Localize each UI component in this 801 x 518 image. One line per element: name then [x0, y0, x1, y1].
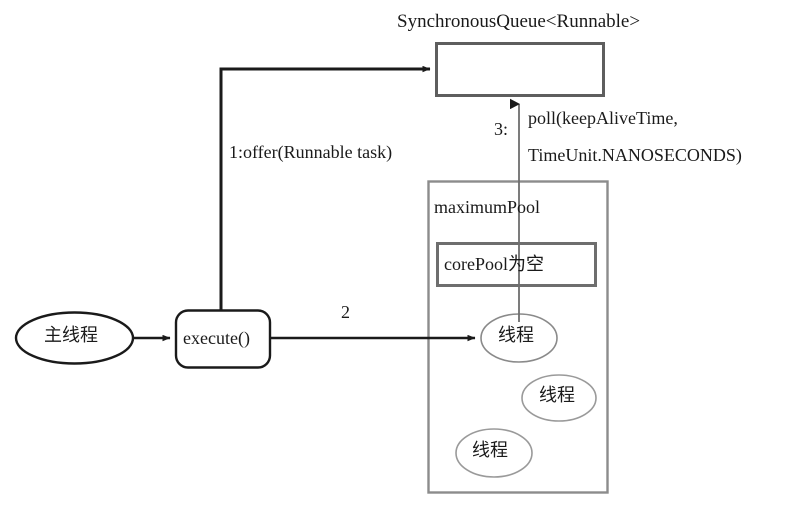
thread-ellipse-2 — [521, 374, 597, 422]
offer-flow-label: 1:offer(Runnable task) — [229, 142, 393, 162]
step2-flow-label: 2 — [341, 302, 350, 322]
core-pool-label: corePool为空 — [444, 254, 544, 274]
thread-ellipse-3 — [455, 428, 533, 478]
thread-label-3: 线程 — [472, 440, 508, 461]
queue-title: SynchronousQueue<Runnable> — [397, 11, 641, 32]
main-thread-ellipse — [14, 311, 135, 365]
offer-arrow — [219, 65, 431, 310]
main-thread-label: 主线程 — [44, 325, 98, 346]
thread-label-2: 线程 — [539, 385, 575, 406]
poll-step-index-label: 3: — [494, 119, 509, 139]
thread-label-1: 线程 — [498, 325, 534, 346]
core-pool-box — [436, 242, 597, 287]
poll-flow-label-line2: TimeUnit.NANOSECONDS) — [528, 145, 742, 165]
poll-flow-label-line1: poll(keepAliveTime, — [528, 108, 678, 128]
synchronous-queue-box — [435, 42, 605, 97]
execute-label: execute() — [183, 328, 250, 348]
maximum-pool-label: maximumPool — [434, 197, 541, 217]
execute-box — [174, 309, 272, 369]
